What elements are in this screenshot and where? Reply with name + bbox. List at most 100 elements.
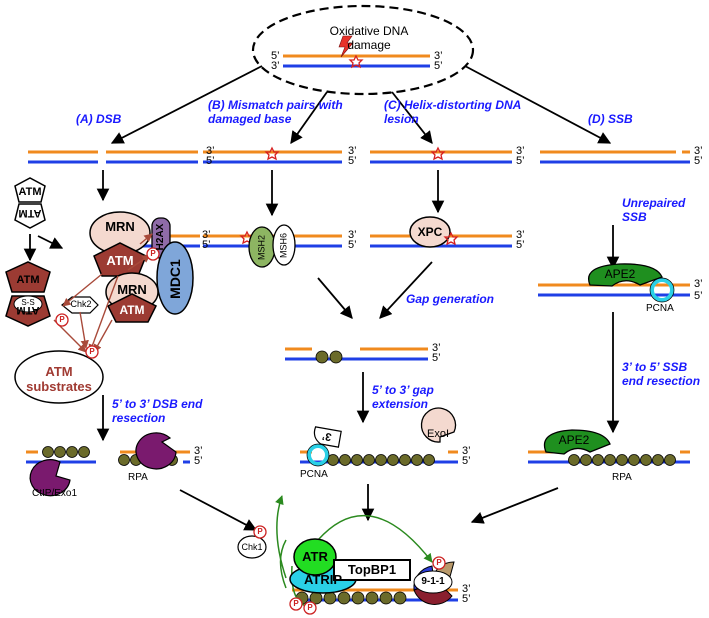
phospho-6: P <box>293 599 299 608</box>
end-3-atr: 3’ <box>462 583 471 595</box>
arrow-to-dsb <box>110 65 263 144</box>
lesion-star-icon <box>348 54 364 69</box>
phospho-5: P <box>436 558 442 567</box>
atm-dimer <box>14 177 46 229</box>
end-3-mm: 3’ <box>348 145 357 157</box>
msh6-label: MSH6 <box>278 233 289 259</box>
ssb-resection-label: 3’ to 5’ SSB end resection <box>622 360 701 388</box>
three-prime-protein <box>313 426 342 448</box>
end-5-dsb: 5’ <box>206 155 215 167</box>
ape2-label-top: APE2 <box>604 267 636 281</box>
rpa-ssb <box>568 454 676 466</box>
rpa-label-dsb: RPA <box>128 472 148 483</box>
pathway-dsb: (A) DSB <box>76 112 122 126</box>
end-5-mm: 5’ <box>348 155 357 167</box>
atm-label-1: ATM <box>18 186 42 198</box>
ape2-top <box>588 263 663 287</box>
arrow-helix-to-gap <box>379 261 433 319</box>
lesion-star-icon <box>443 231 459 246</box>
arrow-to-ssb <box>464 65 612 144</box>
xpc <box>409 216 451 248</box>
ssb-dna <box>540 150 690 164</box>
pcna-ring-ssb <box>650 278 674 302</box>
ctip-label: CtIP/Exo1 <box>32 488 78 499</box>
rpa-gap <box>315 350 343 364</box>
phospho-markers-atr <box>253 525 446 615</box>
end-5-c3: 5’ <box>516 239 525 251</box>
phospho-7: P <box>307 603 313 612</box>
rpa-atr <box>295 591 407 605</box>
lesion-star-icon <box>264 146 280 161</box>
end-5-ext: 5’ <box>462 455 471 467</box>
phospho-markers-dsb <box>55 247 160 359</box>
dsb-resection-label: 5’ to 3’ DSB end resection <box>112 397 203 425</box>
atm-active-top <box>93 242 147 277</box>
end-5-c4: 5’ <box>694 290 703 302</box>
topbp1-label: TopBP1 <box>347 562 397 577</box>
ss-label: S-S <box>21 298 35 307</box>
mdc1 <box>156 241 194 315</box>
chk1-label: Chk1 <box>241 542 263 552</box>
atm-disulfide-dimer <box>5 261 51 327</box>
end-3-top: 3’ <box>434 50 443 62</box>
atr-label: ATR <box>302 549 328 564</box>
end-5-top: 5’ <box>271 50 280 62</box>
end-3-c3: 3’ <box>516 229 525 241</box>
xpc-label: XPC <box>417 225 443 239</box>
helix-dna <box>370 146 512 164</box>
arrow-mismatch-to-gap <box>317 277 353 319</box>
end-3-c2: 3’ <box>348 229 357 241</box>
atm-ss-label-1: ATM <box>16 274 40 286</box>
pcna-label-ssb: PCNA <box>646 303 674 314</box>
topbp1 <box>333 559 411 581</box>
mrn-label-top: MRN <box>105 219 135 234</box>
end-3-top-b: 3’ <box>271 60 280 72</box>
unrepaired-ssb-label: Unrepaired SSB <box>622 196 686 224</box>
chk2-label: Chk2 <box>70 299 92 309</box>
atm-active-bottom <box>106 293 158 323</box>
pathway-ssb: (D) SSB <box>588 112 633 126</box>
ape2-label-bottom: APE2 <box>558 433 590 447</box>
atrip-label: ATRIP <box>303 572 343 587</box>
ctip-exo1-left <box>29 459 71 497</box>
pcna-ring <box>307 444 329 466</box>
pathway-helix: (C) Helix-distorting DNA lesion <box>384 98 521 126</box>
green-arc-left <box>275 495 287 579</box>
atr <box>293 538 337 576</box>
end-3-ssb: 3’ <box>694 145 703 157</box>
arrow-dsb-to-atr <box>179 489 258 531</box>
phospho-1: P <box>150 249 156 258</box>
pcna-label-gap: PCNA <box>300 469 328 480</box>
phospho-4: P <box>257 527 263 536</box>
exo1-label: ExoI <box>426 428 449 440</box>
atm-substrates-ellipse <box>14 350 104 404</box>
damage-ellipse <box>251 4 475 96</box>
atm-substrates-label: ATM substrates <box>26 364 92 394</box>
pathway-mismatch: (B) Mismatch pairs with damaged base <box>208 98 343 126</box>
mismatch-dna <box>203 146 342 164</box>
gap-generation-label: Gap generation <box>406 292 495 306</box>
phospho-2: P <box>59 315 65 324</box>
end-5-c1: 5’ <box>202 239 211 251</box>
atm-label-top: ATM <box>106 253 134 268</box>
end-5-top-b: 5’ <box>434 60 443 72</box>
damage-title: Oxidative DNA damage <box>329 24 409 52</box>
end-3-dsbr: 3’ <box>194 445 203 457</box>
end-5-ssb: 5’ <box>694 155 703 167</box>
green-arc-left-2 <box>279 539 287 589</box>
arrow-to-mismatch <box>290 91 328 145</box>
chk1-shape <box>237 535 267 559</box>
green-arc-p <box>291 565 307 607</box>
lightning-icon <box>338 35 354 58</box>
ctip-exo1-right <box>135 432 177 470</box>
mdc1-label: MDC1 <box>167 259 183 299</box>
end-5-c2: 5’ <box>348 239 357 251</box>
msh2-label: MSH2 <box>256 235 267 261</box>
end-3-dsb: 3’ <box>206 145 215 157</box>
end-3-hx: 3’ <box>516 145 525 157</box>
gap-extension-label: 5’ to 3’ gap extension <box>372 383 434 411</box>
end-3-c4: 3’ <box>694 278 703 290</box>
arrow-to-helix <box>391 91 433 144</box>
end-5-dsbr: 5’ <box>194 455 203 467</box>
